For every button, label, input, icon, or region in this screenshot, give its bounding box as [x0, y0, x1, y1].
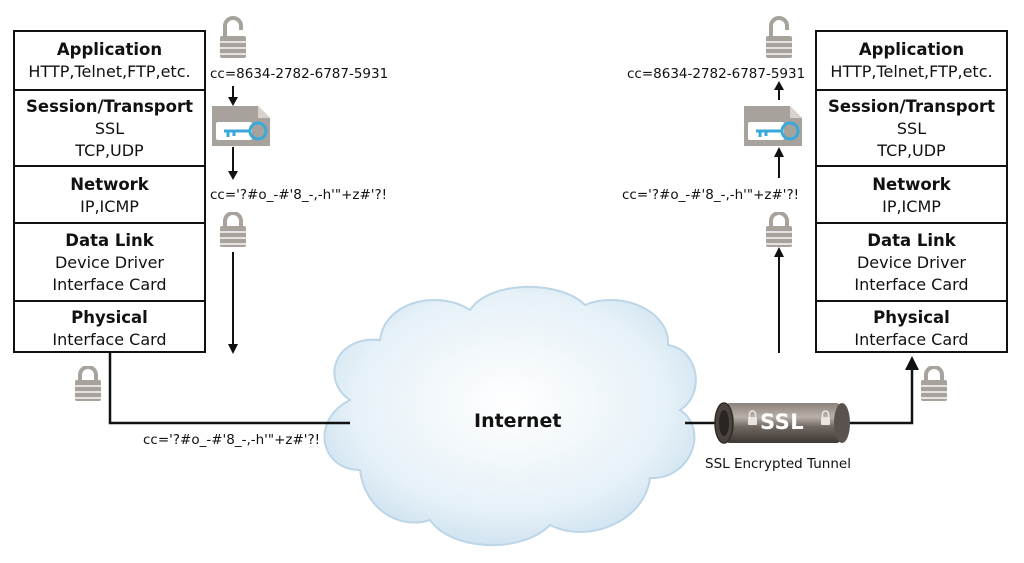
plaintext-left: cc=8634-2782-6787-5931	[210, 66, 389, 82]
layer-name: Physical	[873, 307, 950, 327]
padlock-open-icon	[220, 16, 246, 58]
padlock-closed-icon	[766, 212, 792, 247]
layer-detail: HTTP,Telnet,FTP,etc.	[28, 61, 191, 81]
right-layer-network: Network IP,ICMP	[817, 165, 1006, 224]
plaintext-right: cc=8634-2782-6787-5931	[627, 66, 806, 82]
layer-name: Session/Transport	[26, 97, 193, 116]
padlock-closed-icon	[921, 366, 947, 401]
layer-detail: Interface Card	[52, 275, 167, 294]
right-protocol-stack: Application HTTP,Telnet,FTP,etc. Session…	[815, 30, 1008, 353]
tunnel-label: SSL	[760, 410, 805, 434]
internet-label: Internet	[474, 410, 562, 432]
layer-detail: Device Driver	[856, 253, 967, 272]
left-layer-network: Network IP,ICMP	[15, 165, 204, 224]
ciphertext-wire: cc='?#o_-#'8_-,-h'"+z#'?!	[143, 432, 321, 448]
layer-name: Session/Transport	[828, 97, 995, 116]
padlock-open-icon	[766, 16, 792, 58]
internet-cloud	[323, 285, 697, 547]
layer-detail: Interface Card	[52, 329, 167, 349]
layer-detail: SSL	[94, 119, 125, 138]
layer-name: Data Link	[65, 231, 154, 250]
layer-detail: Interface Card	[854, 329, 969, 349]
layer-detail: TCP,UDP	[75, 141, 144, 160]
layer-detail: Device Driver	[54, 253, 165, 272]
layer-detail: HTTP,Telnet,FTP,etc.	[830, 61, 993, 81]
layer-name: Application	[56, 39, 163, 59]
layer-name: Network	[872, 174, 951, 194]
left-layer-application: Application HTTP,Telnet,FTP,etc.	[15, 32, 204, 89]
layer-detail: SSL	[896, 119, 927, 138]
layer-detail: Interface Card	[854, 275, 969, 294]
layer-detail: IP,ICMP	[80, 196, 139, 216]
layer-name: Application	[858, 39, 965, 59]
right-layer-data-link: Data Link Device Driver Interface Card	[817, 222, 1006, 302]
tunnel-pipe-icon	[714, 402, 850, 444]
layer-name: Physical	[71, 307, 148, 327]
layer-detail: TCP,UDP	[877, 141, 946, 160]
left-connection-line	[108, 353, 350, 425]
left-layer-physical: Physical Interface Card	[15, 300, 204, 355]
layer-name: Data Link	[867, 231, 956, 250]
padlock-closed-icon	[75, 366, 101, 401]
layer-name: Network	[70, 174, 149, 194]
padlock-closed-icon	[220, 212, 246, 247]
right-connection-arrowhead	[905, 356, 919, 370]
right-layer-session-transport: Session/Transport SSL TCP,UDP	[817, 89, 1006, 167]
ciphertext-left: cc='?#o_-#'8_-,-h'"+z#'?!	[210, 187, 388, 203]
right-layer-application: Application HTTP,Telnet,FTP,etc.	[817, 32, 1006, 89]
left-layer-data-link: Data Link Device Driver Interface Card	[15, 222, 204, 302]
ciphertext-right: cc='?#o_-#'8_-,-h'"+z#'?!	[622, 187, 800, 203]
left-protocol-stack: Application HTTP,Telnet,FTP,etc. Session…	[13, 30, 206, 353]
right-layer-physical: Physical Interface Card	[817, 300, 1006, 355]
key-card-icon	[744, 106, 802, 146]
right-connection-line	[850, 368, 914, 425]
tunnel-caption: SSL Encrypted Tunnel	[705, 456, 851, 472]
key-card-icon	[212, 106, 270, 146]
left-layer-session-transport: Session/Transport SSL TCP,UDP	[15, 89, 204, 167]
layer-detail: IP,ICMP	[882, 196, 941, 216]
